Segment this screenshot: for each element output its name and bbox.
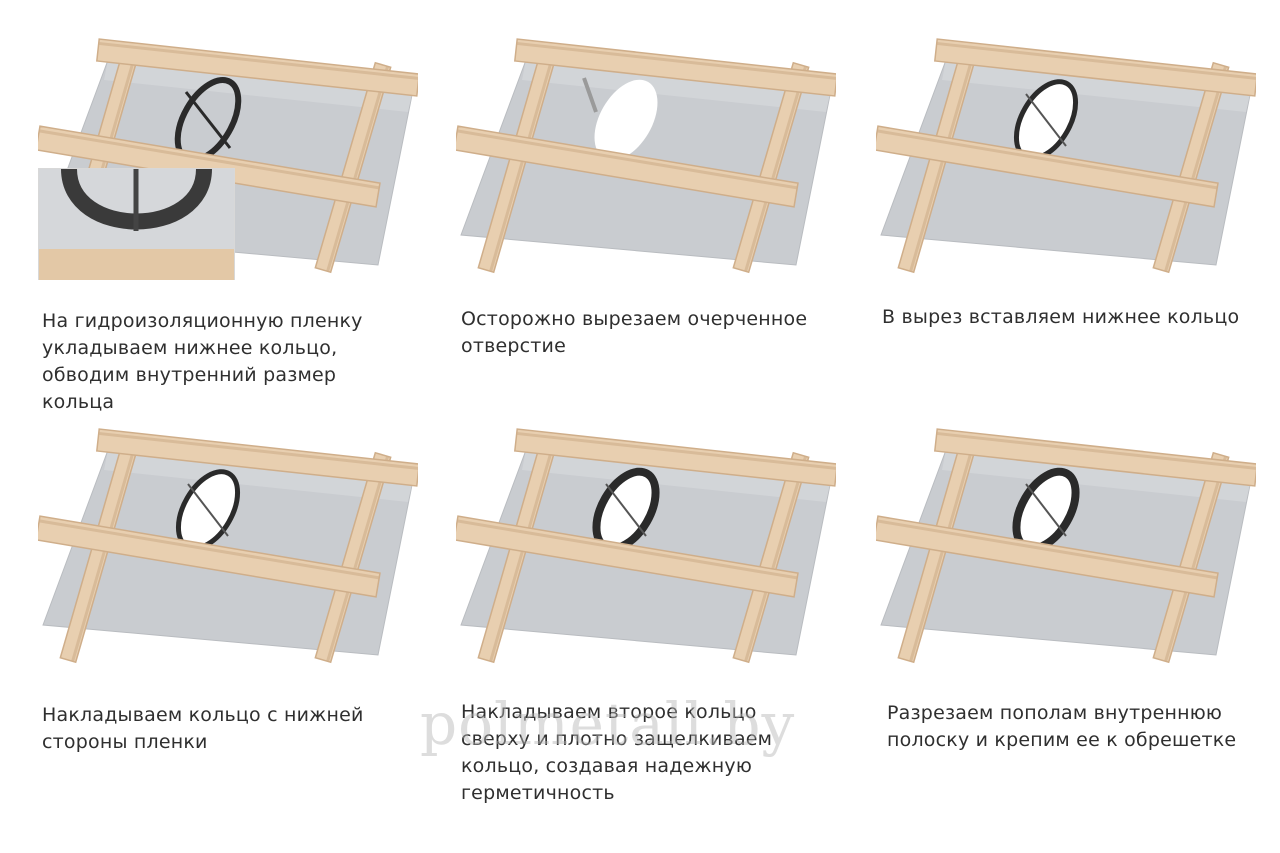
batten-bottom [456, 125, 799, 208]
step-6-caption: Разрезаем пополам внутреннюю полоску и к… [887, 702, 1237, 751]
roof-illustration-6 [876, 428, 1256, 664]
batten-top [513, 38, 836, 97]
roof-illustration-4 [38, 428, 418, 664]
step-4-caption: Накладываем кольцо с нижней стороны плен… [42, 704, 364, 753]
batten-top [513, 428, 836, 487]
roof-illustration-5 [456, 428, 836, 664]
batten-bottom [456, 515, 799, 598]
ring-closeup-inset [38, 168, 235, 280]
batten-top [95, 38, 418, 97]
batten-top [933, 38, 1256, 97]
roof-illustration-2 [456, 38, 836, 274]
step-1-illustration [38, 20, 418, 280]
batten-bottom [876, 515, 1219, 598]
step-1-caption: На гидроизоляционную пленку укладываем н… [42, 310, 363, 413]
ring-closeup-drawing [39, 169, 234, 280]
step-4-illustration [38, 410, 418, 670]
batten-bottom [38, 515, 381, 598]
step-3-illustration [876, 20, 1256, 280]
roof-illustration-3 [876, 38, 1256, 274]
step-5-illustration [456, 410, 836, 670]
ring-cut [582, 77, 658, 161]
step-6-illustration [876, 410, 1256, 670]
step-2-caption: Осторожно вырезаем очерченное отверстие [461, 308, 808, 357]
batten-top [933, 428, 1256, 487]
step-5-caption: Накладываем второе кольцо сверху и плотн… [461, 701, 773, 804]
batten-top [95, 428, 418, 487]
step-3-caption: В вырез вставляем нижнее кольцо [882, 306, 1240, 328]
batten-bottom [876, 125, 1219, 208]
batten-bottom [38, 125, 381, 208]
step-2-illustration [456, 20, 836, 280]
